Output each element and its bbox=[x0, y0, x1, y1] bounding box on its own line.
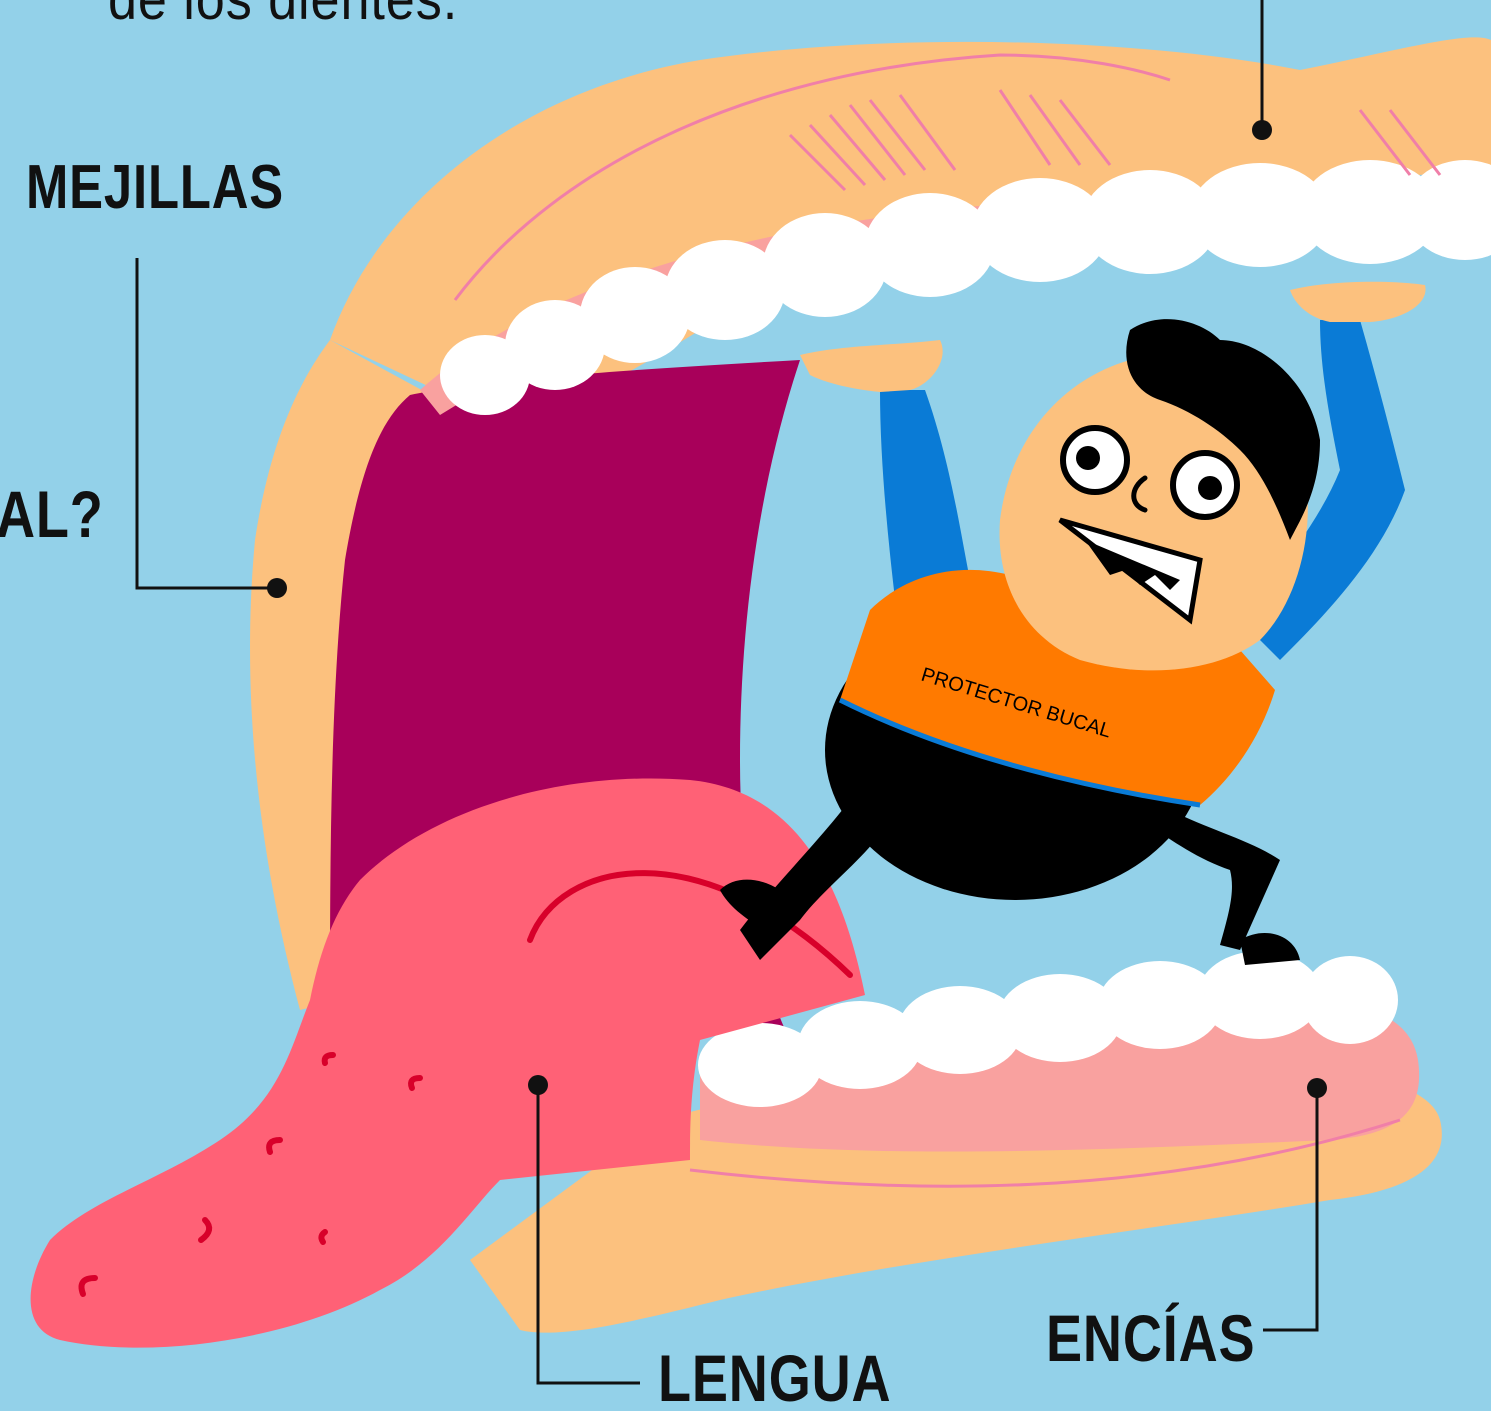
top-caption: de los dientes. bbox=[108, 0, 458, 33]
label-mejillas: MEJILLAS bbox=[26, 152, 284, 223]
dot-top bbox=[1252, 120, 1272, 140]
dot-lengua bbox=[528, 1075, 548, 1095]
label-partial-question: AL? bbox=[0, 476, 104, 552]
label-encias: ENCÍAS bbox=[1046, 1300, 1255, 1376]
dot-encias bbox=[1307, 1078, 1327, 1098]
label-lengua: LENGUA bbox=[658, 1340, 891, 1411]
dot-mejillas bbox=[267, 578, 287, 598]
leader-line-mejillas bbox=[137, 258, 276, 588]
